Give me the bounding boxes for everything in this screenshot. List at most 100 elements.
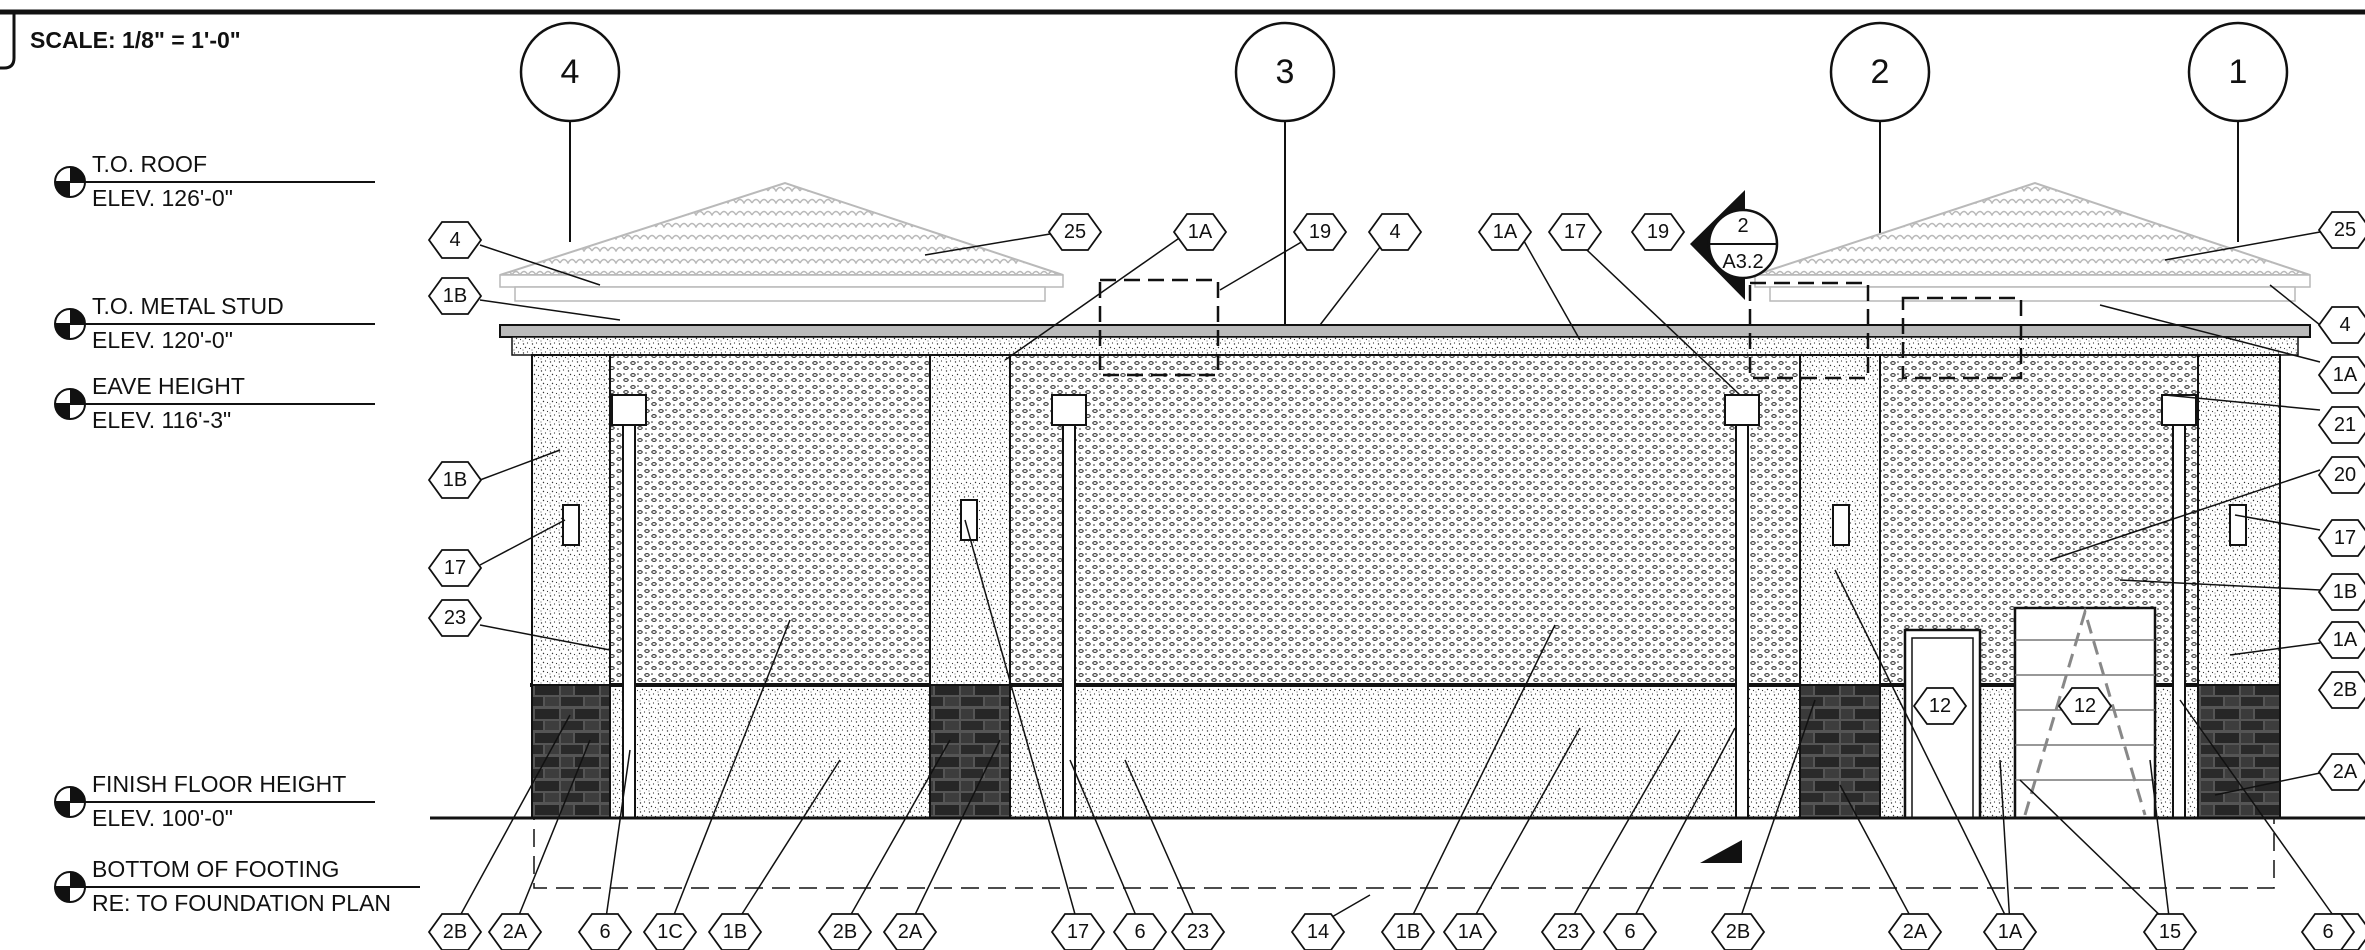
level-marker-eave: EAVE HEIGHT ELEV. 116'-3" [54,373,375,433]
svg-text:23: 23 [1187,921,1209,943]
svg-text:23: 23 [1557,921,1579,943]
svg-text:1A: 1A [2333,629,2358,651]
keynote-tag: 17 [1547,213,1603,251]
grid-lines: 4 3 2 1 [519,21,2289,340]
level-name: FINISH FLOOR HEIGHT [92,771,346,797]
svg-text:1A: 1A [1493,221,1518,243]
keynote-tag: 25 [1047,213,1103,251]
level-marker-finish-floor: FINISH FLOOR HEIGHT ELEV. 100'-0" [54,771,375,831]
svg-text:6: 6 [1624,921,1635,943]
hip-roof-left [499,181,1064,302]
pilaster [929,354,1011,819]
svg-text:17: 17 [444,557,466,579]
grid-bubble: 1 [2187,21,2289,242]
svg-text:2B: 2B [1726,921,1750,943]
svg-text:4: 4 [2339,314,2350,336]
svg-text:19: 19 [1647,221,1669,243]
level-elev: ELEV. 100'-0" [92,805,233,831]
keynote-tag: 1B [427,277,483,315]
grade-line [430,816,2365,889]
svg-text:2A: 2A [503,921,528,943]
level-name: EAVE HEIGHT [92,373,245,399]
grid-bubble: 2 [1829,21,1931,242]
svg-text:25: 25 [2334,219,2356,241]
keynote-leaders [454,231,2341,926]
hip-roof-right [1754,181,2311,302]
level-name: T.O. ROOF [92,151,207,177]
svg-text:1B: 1B [443,285,467,307]
keynote-tag: 1A [2317,621,2365,659]
svg-text:2A: 2A [898,921,923,943]
level-markers: T.O. ROOF ELEV. 126'-0" T.O. METAL STUD … [54,151,420,916]
level-marker-footing: BOTTOM OF FOOTING RE: TO FOUNDATION PLAN [54,856,420,916]
svg-text:1C: 1C [657,921,683,943]
keynote-tag: 20 [2317,456,2365,494]
keynote-tag: 19 [1630,213,1686,251]
section-number: 2 [1737,215,1748,237]
keynote-tag: 1B [1380,913,1436,950]
keynote-tag: 1C [642,913,698,950]
keynote-tag: 2A [487,913,543,950]
level-elev: RE: TO FOUNDATION PLAN [92,890,391,916]
keynote-tag: 2A [1887,913,1943,950]
keynote-tag: 12 [1912,687,1968,725]
svg-text:6: 6 [1134,921,1145,943]
svg-text:1A: 1A [2333,364,2358,386]
svg-text:20: 20 [2334,464,2356,486]
grid-number: 1 [2229,53,2248,91]
svg-text:2A: 2A [1903,921,1928,943]
svg-text:14: 14 [1307,921,1329,943]
keynote-tag: 12 [2057,687,2113,725]
svg-text:17: 17 [2334,527,2356,549]
keynote-tag: 2A [2317,753,2365,791]
pilasters [531,354,2281,819]
sheet-frame [0,9,2365,70]
keynote-tag: 1A [1442,913,1498,950]
grid-bubble: 4 [519,21,621,242]
svg-text:19: 19 [1309,221,1331,243]
grid-number: 2 [1871,53,1890,91]
svg-text:1A: 1A [1458,921,1483,943]
grid-bubble: 3 [1234,21,1336,340]
keynote-tag: 1A [1477,213,1533,251]
svg-text:4: 4 [1389,221,1400,243]
svg-text:25: 25 [1064,221,1086,243]
keynote-tag: 19 [1292,213,1348,251]
keynote-tag: 1A [1172,213,1228,251]
keynote-tag: 4 [1367,213,1423,251]
svg-text:2A: 2A [2333,761,2358,783]
rooftop-units [1098,278,2023,380]
building-wall [530,354,2280,819]
svg-text:2B: 2B [2333,679,2357,701]
keynote-tag: 4 [427,221,483,259]
keynote-tag: 23 [1540,913,1596,950]
keynote-tag: 4 [2317,306,2365,344]
grid-number: 3 [1276,53,1295,91]
keynote-tag: 6 [1602,913,1658,950]
keynote-tag: 14 [1290,913,1346,950]
section-sheet: A3.2 [1722,251,1763,273]
svg-text:23: 23 [444,607,466,629]
scale-note: SCALE: 1/8" = 1'-0" [30,27,241,53]
level-name: T.O. METAL STUD [92,293,284,319]
svg-text:17: 17 [1564,221,1586,243]
svg-text:6: 6 [2322,921,2333,943]
keynote-tag: 2B [427,913,483,950]
keynote-tags: 4 25 1B 1A 19 4 1A 17 19 25 4 1A 21 20 1… [427,211,2365,950]
keynote-tag: 25 [2317,211,2365,249]
cornice [499,324,2311,356]
keynote-tag: 2A [882,913,938,950]
keynote-tag: 2B [817,913,873,950]
svg-text:4: 4 [449,229,460,251]
svg-text:15: 15 [2159,921,2181,943]
svg-text:1B: 1B [2333,581,2357,603]
wall-lights [562,499,2247,546]
keynote-tag: 6 [577,913,633,950]
keynote-tag: 17 [1050,913,1106,950]
keynote-tag: 2B [2317,671,2365,709]
svg-text:12: 12 [2074,695,2096,717]
svg-text:6: 6 [599,921,610,943]
svg-text:1B: 1B [443,469,467,491]
keynote-tag: 17 [2317,519,2365,557]
